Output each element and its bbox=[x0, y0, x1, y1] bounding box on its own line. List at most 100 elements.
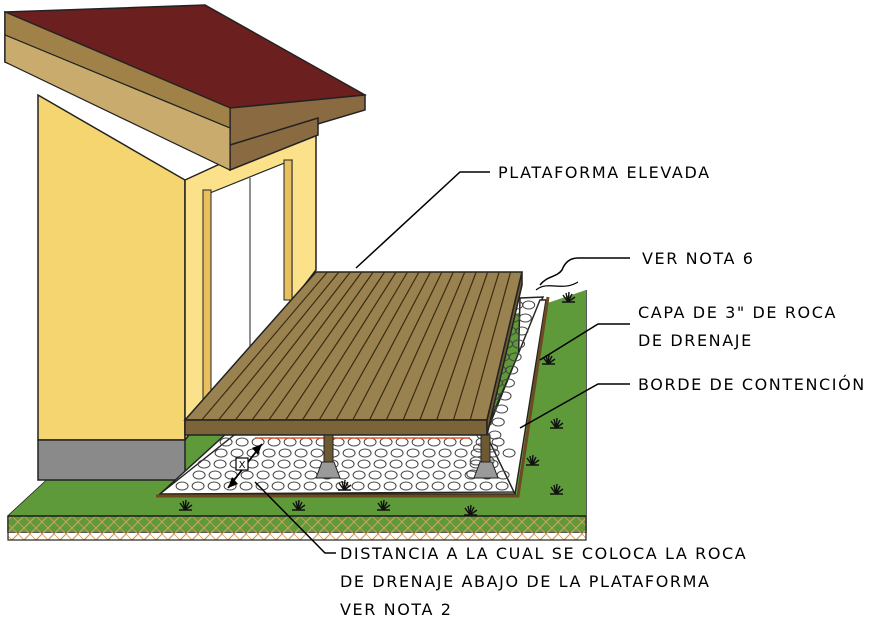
rock-icon bbox=[272, 470, 286, 480]
deck-plank-line bbox=[335, 271, 420, 421]
rock-icon bbox=[261, 459, 275, 469]
rock-icon bbox=[310, 448, 324, 458]
deck-plank-line bbox=[201, 271, 328, 421]
retaining-border bbox=[156, 296, 550, 498]
rock-icon bbox=[239, 481, 253, 491]
rock-icon bbox=[421, 459, 435, 469]
rock-icon bbox=[277, 459, 291, 469]
rock-icon bbox=[400, 470, 414, 480]
deck-plank-line bbox=[385, 271, 454, 421]
label-border: BORDE DE CONTENCIÓN bbox=[638, 375, 866, 394]
deck-plank-line bbox=[234, 271, 351, 421]
rock-icon bbox=[437, 459, 451, 469]
deck-plank-line bbox=[369, 271, 443, 421]
rock-icon bbox=[278, 448, 292, 458]
rock-icon bbox=[431, 481, 445, 491]
rock-icon bbox=[374, 448, 388, 458]
rock-icon bbox=[294, 448, 308, 458]
dimension-mark: X bbox=[239, 460, 246, 471]
rock-icon bbox=[192, 470, 206, 480]
foundation bbox=[37, 439, 186, 481]
rock-icon bbox=[342, 448, 356, 458]
rock-icon bbox=[491, 417, 505, 427]
rock-icon bbox=[207, 481, 221, 491]
label-platform: PLATAFORMA ELEVADA bbox=[498, 163, 711, 182]
label-distance-3: VER NOTA 2 bbox=[340, 600, 453, 619]
rock-icon bbox=[453, 459, 467, 469]
rock-icon bbox=[213, 459, 227, 469]
leader-lines bbox=[254, 171, 630, 554]
deck-plank-line bbox=[402, 271, 466, 421]
rock-icon bbox=[357, 459, 371, 469]
rock-icon bbox=[498, 391, 512, 401]
rock-icon bbox=[495, 404, 509, 414]
rock-icon bbox=[197, 459, 211, 469]
rock-icon bbox=[288, 470, 302, 480]
label-distance-2: DE DRENAJE ABAJO DE LA PLATAFORMA bbox=[340, 572, 711, 591]
rock-icon bbox=[454, 448, 468, 458]
label-distance-1: DISTANCIA A LA CUAL SE COLOCA LA ROCA bbox=[340, 544, 747, 563]
rock-icon bbox=[351, 481, 365, 491]
rock-icon bbox=[505, 365, 519, 375]
label-rock-layer-1: CAPA DE 3" DE ROCA bbox=[638, 303, 837, 322]
rock-icon bbox=[389, 459, 403, 469]
rock-icon bbox=[373, 459, 387, 469]
rock-icon bbox=[432, 470, 446, 480]
building bbox=[4, 4, 367, 481]
rock-icon bbox=[508, 352, 522, 362]
soil-hatch bbox=[7, 515, 587, 541]
rock-icon bbox=[518, 313, 532, 323]
deck-plank-line bbox=[301, 271, 397, 421]
roof bbox=[4, 4, 367, 172]
rock-icon bbox=[405, 459, 419, 469]
rock-icon bbox=[512, 339, 526, 349]
rock-icon bbox=[219, 437, 233, 447]
rock-icon bbox=[235, 437, 249, 447]
rock-icon bbox=[341, 459, 355, 469]
rock-icon bbox=[383, 481, 397, 491]
rock-icon bbox=[287, 481, 301, 491]
rock-icon bbox=[502, 448, 516, 458]
rock-icon bbox=[256, 470, 270, 480]
rock-icon bbox=[447, 481, 461, 491]
deck-plank-line bbox=[436, 271, 489, 421]
deck-plank-line bbox=[469, 271, 512, 421]
rock-icon bbox=[438, 448, 452, 458]
rock-icon bbox=[415, 481, 429, 491]
label-note6: VER NOTA 6 bbox=[642, 249, 755, 268]
rock-icon bbox=[214, 448, 228, 458]
rock-icon bbox=[352, 470, 366, 480]
deck-plank-line bbox=[452, 271, 500, 421]
rock-icon bbox=[416, 470, 430, 480]
dimension-arrow-icon: X bbox=[227, 443, 263, 489]
rock-icon bbox=[406, 448, 420, 458]
rock-icon bbox=[262, 448, 276, 458]
rock-icon bbox=[240, 470, 254, 480]
rock-icon bbox=[293, 459, 307, 469]
deck-plank-line bbox=[285, 271, 386, 421]
rock-icon bbox=[367, 481, 381, 491]
deck-plank-line bbox=[318, 271, 409, 421]
rock-icon bbox=[515, 326, 529, 336]
rock-icon bbox=[319, 481, 333, 491]
deck-platform bbox=[183, 271, 523, 479]
rock-icon bbox=[303, 481, 317, 491]
rock-icon bbox=[479, 481, 493, 491]
rock-icon bbox=[223, 481, 237, 491]
rock-icon bbox=[399, 481, 413, 491]
deck-plank-line bbox=[218, 271, 340, 421]
rock-icon bbox=[368, 470, 382, 480]
rock-icon bbox=[384, 470, 398, 480]
rock-icon bbox=[271, 481, 285, 491]
label-rock-layer-2: DE DRENAJE bbox=[638, 331, 753, 350]
rock-icon bbox=[390, 448, 404, 458]
rock-icon bbox=[191, 481, 205, 491]
rock-icon bbox=[501, 378, 515, 388]
deck-plank-line bbox=[352, 271, 431, 421]
rock-icon bbox=[230, 448, 244, 458]
deck-plank-line bbox=[419, 271, 477, 421]
rock-icon bbox=[358, 448, 372, 458]
deck-plank-line bbox=[268, 271, 374, 421]
rock-icon bbox=[463, 481, 477, 491]
